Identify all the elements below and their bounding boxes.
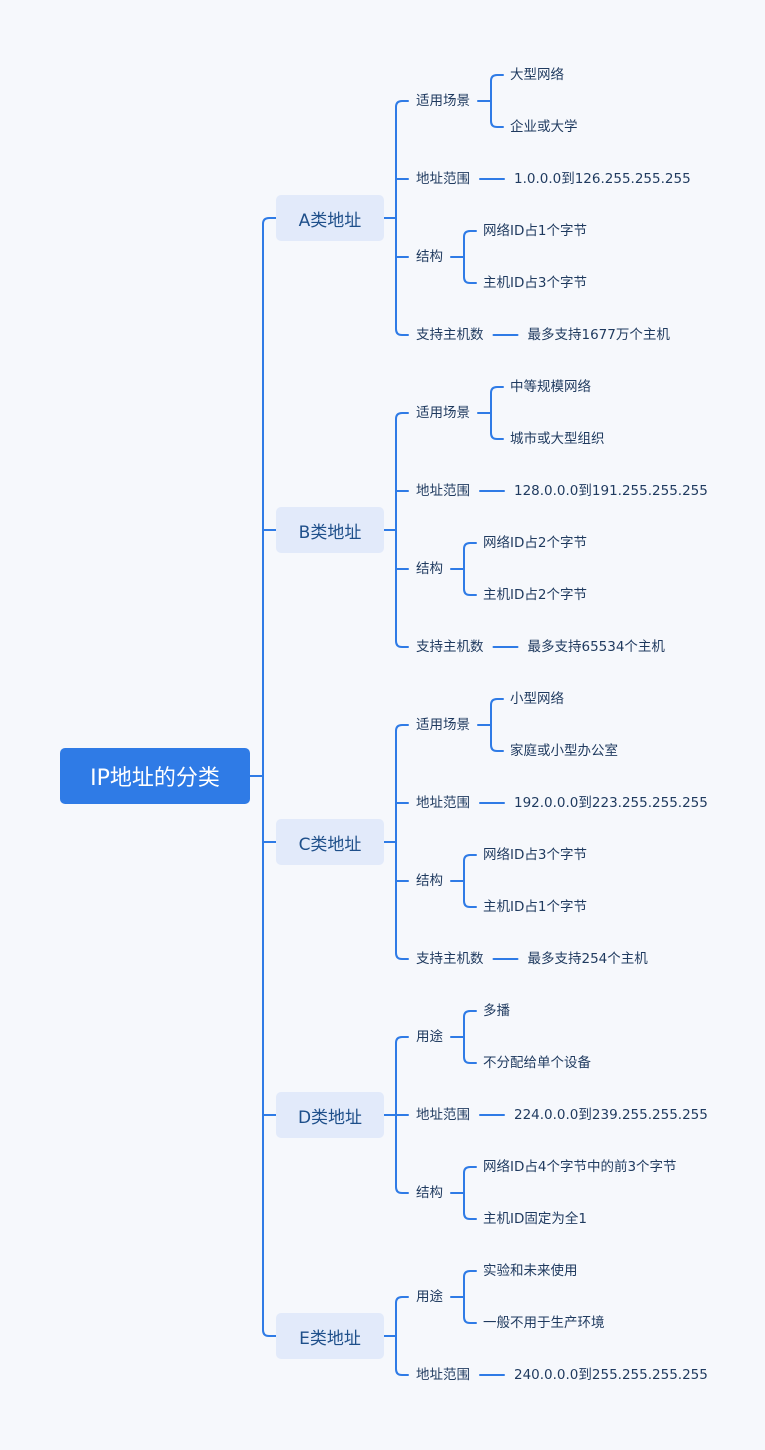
- leaf-item[interactable]: 不分配给单个设备: [482, 1055, 591, 1071]
- leaf-bracket: [463, 854, 477, 908]
- class-node[interactable]: B类地址: [276, 507, 384, 553]
- leaf-item[interactable]: 主机ID固定为全1: [482, 1211, 587, 1227]
- leaf-bracket: [463, 230, 477, 284]
- category-label[interactable]: 支持主机数: [416, 951, 484, 967]
- category-label[interactable]: 结构: [416, 249, 443, 265]
- leaf-item[interactable]: 大型网络: [509, 67, 564, 83]
- leaf-item[interactable]: 企业或大学: [509, 119, 578, 135]
- category-label[interactable]: 用途: [416, 1289, 443, 1305]
- category-label[interactable]: 适用场景: [416, 717, 470, 733]
- category-label[interactable]: 支持主机数: [416, 327, 484, 343]
- leaf-bracket: [463, 1166, 477, 1220]
- leaf-item[interactable]: 主机ID占1个字节: [482, 899, 587, 915]
- leaf-bracket: [490, 698, 504, 752]
- leaf-item[interactable]: 多播: [482, 1003, 510, 1019]
- category-label[interactable]: 地址范围: [416, 1367, 470, 1383]
- leaf-item[interactable]: 家庭或小型办公室: [509, 743, 618, 759]
- class-node[interactable]: A类地址: [276, 195, 384, 241]
- category-label[interactable]: 适用场景: [416, 405, 470, 421]
- leaf-bracket: [490, 74, 504, 128]
- item-bracket: [395, 100, 409, 336]
- leaf-bracket: [463, 1010, 477, 1064]
- leaf-item[interactable]: 网络ID占3个字节: [482, 847, 587, 863]
- leaf-item[interactable]: 实验和未来使用: [482, 1263, 578, 1279]
- class-node[interactable]: E类地址: [276, 1313, 384, 1359]
- leaf-bracket: [463, 542, 477, 596]
- leaf-item[interactable]: 主机ID占3个字节: [482, 275, 587, 291]
- class-node[interactable]: D类地址: [276, 1092, 384, 1138]
- value-text[interactable]: 128.0.0.0到191.255.255.255: [513, 483, 708, 499]
- leaf-bracket: [490, 386, 504, 440]
- value-text[interactable]: 192.0.0.0到223.255.255.255: [513, 795, 708, 811]
- root-node[interactable]: IP地址的分类: [60, 748, 250, 804]
- value-text[interactable]: 最多支持1677万个主机: [527, 327, 670, 343]
- leaf-item[interactable]: 城市或大型组织: [509, 431, 605, 447]
- leaf-item[interactable]: 小型网络: [509, 691, 564, 707]
- value-text[interactable]: 最多支持65534个主机: [527, 639, 665, 655]
- class-node[interactable]: C类地址: [276, 819, 384, 865]
- category-label[interactable]: 地址范围: [416, 171, 470, 187]
- value-text[interactable]: 最多支持254个主机: [527, 951, 648, 967]
- category-label[interactable]: 地址范围: [416, 483, 470, 499]
- value-text[interactable]: 224.0.0.0到239.255.255.255: [513, 1107, 708, 1123]
- category-label[interactable]: 地址范围: [416, 1107, 470, 1123]
- leaf-item[interactable]: 网络ID占4个字节中的前3个字节: [482, 1159, 677, 1175]
- value-text[interactable]: 240.0.0.0到255.255.255.255: [513, 1367, 708, 1383]
- leaf-bracket: [463, 1270, 477, 1324]
- category-label[interactable]: 结构: [416, 873, 443, 889]
- leaf-item[interactable]: 一般不用于生产环境: [482, 1315, 605, 1331]
- category-label[interactable]: 支持主机数: [416, 639, 484, 655]
- class-spine: [262, 217, 277, 1337]
- leaf-item[interactable]: 中等规模网络: [509, 379, 591, 395]
- category-label[interactable]: 用途: [416, 1029, 443, 1045]
- category-label[interactable]: 地址范围: [416, 795, 470, 811]
- leaf-item[interactable]: 主机ID占2个字节: [482, 587, 587, 603]
- leaf-item[interactable]: 网络ID占2个字节: [482, 535, 587, 551]
- category-label[interactable]: 结构: [416, 1185, 443, 1201]
- leaf-item[interactable]: 网络ID占1个字节: [482, 223, 587, 239]
- category-label[interactable]: 结构: [416, 561, 443, 577]
- item-bracket: [395, 412, 409, 648]
- category-label[interactable]: 适用场景: [416, 93, 470, 109]
- item-bracket: [395, 724, 409, 960]
- value-text[interactable]: 1.0.0.0到126.255.255.255: [513, 171, 691, 187]
- item-bracket: [395, 1296, 409, 1376]
